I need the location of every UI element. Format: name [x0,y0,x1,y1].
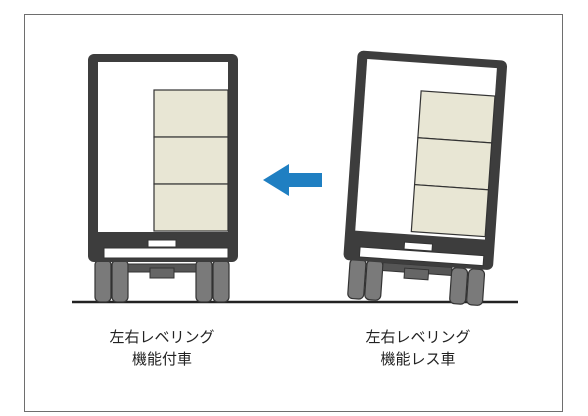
right-truck-wheels [347,258,486,306]
left-truck-caption-line2: 機能付車 [131,350,192,368]
right-truck [343,50,508,306]
arrow-left-icon [263,164,322,196]
right-truck-caption: 左右レベリング 機能レス車 [318,326,518,370]
left-truck-caption: 左右レベリング 機能付車 [62,326,262,370]
left-truck-caption-line1: 左右レベリング [109,328,215,346]
right-truck-caption-line2: 機能レス車 [380,350,456,368]
left-truck [88,54,238,303]
right-truck-caption-line1: 左右レベリング [365,328,471,346]
right-truck-cargo [410,90,496,238]
left-truck-cargo [153,89,229,232]
